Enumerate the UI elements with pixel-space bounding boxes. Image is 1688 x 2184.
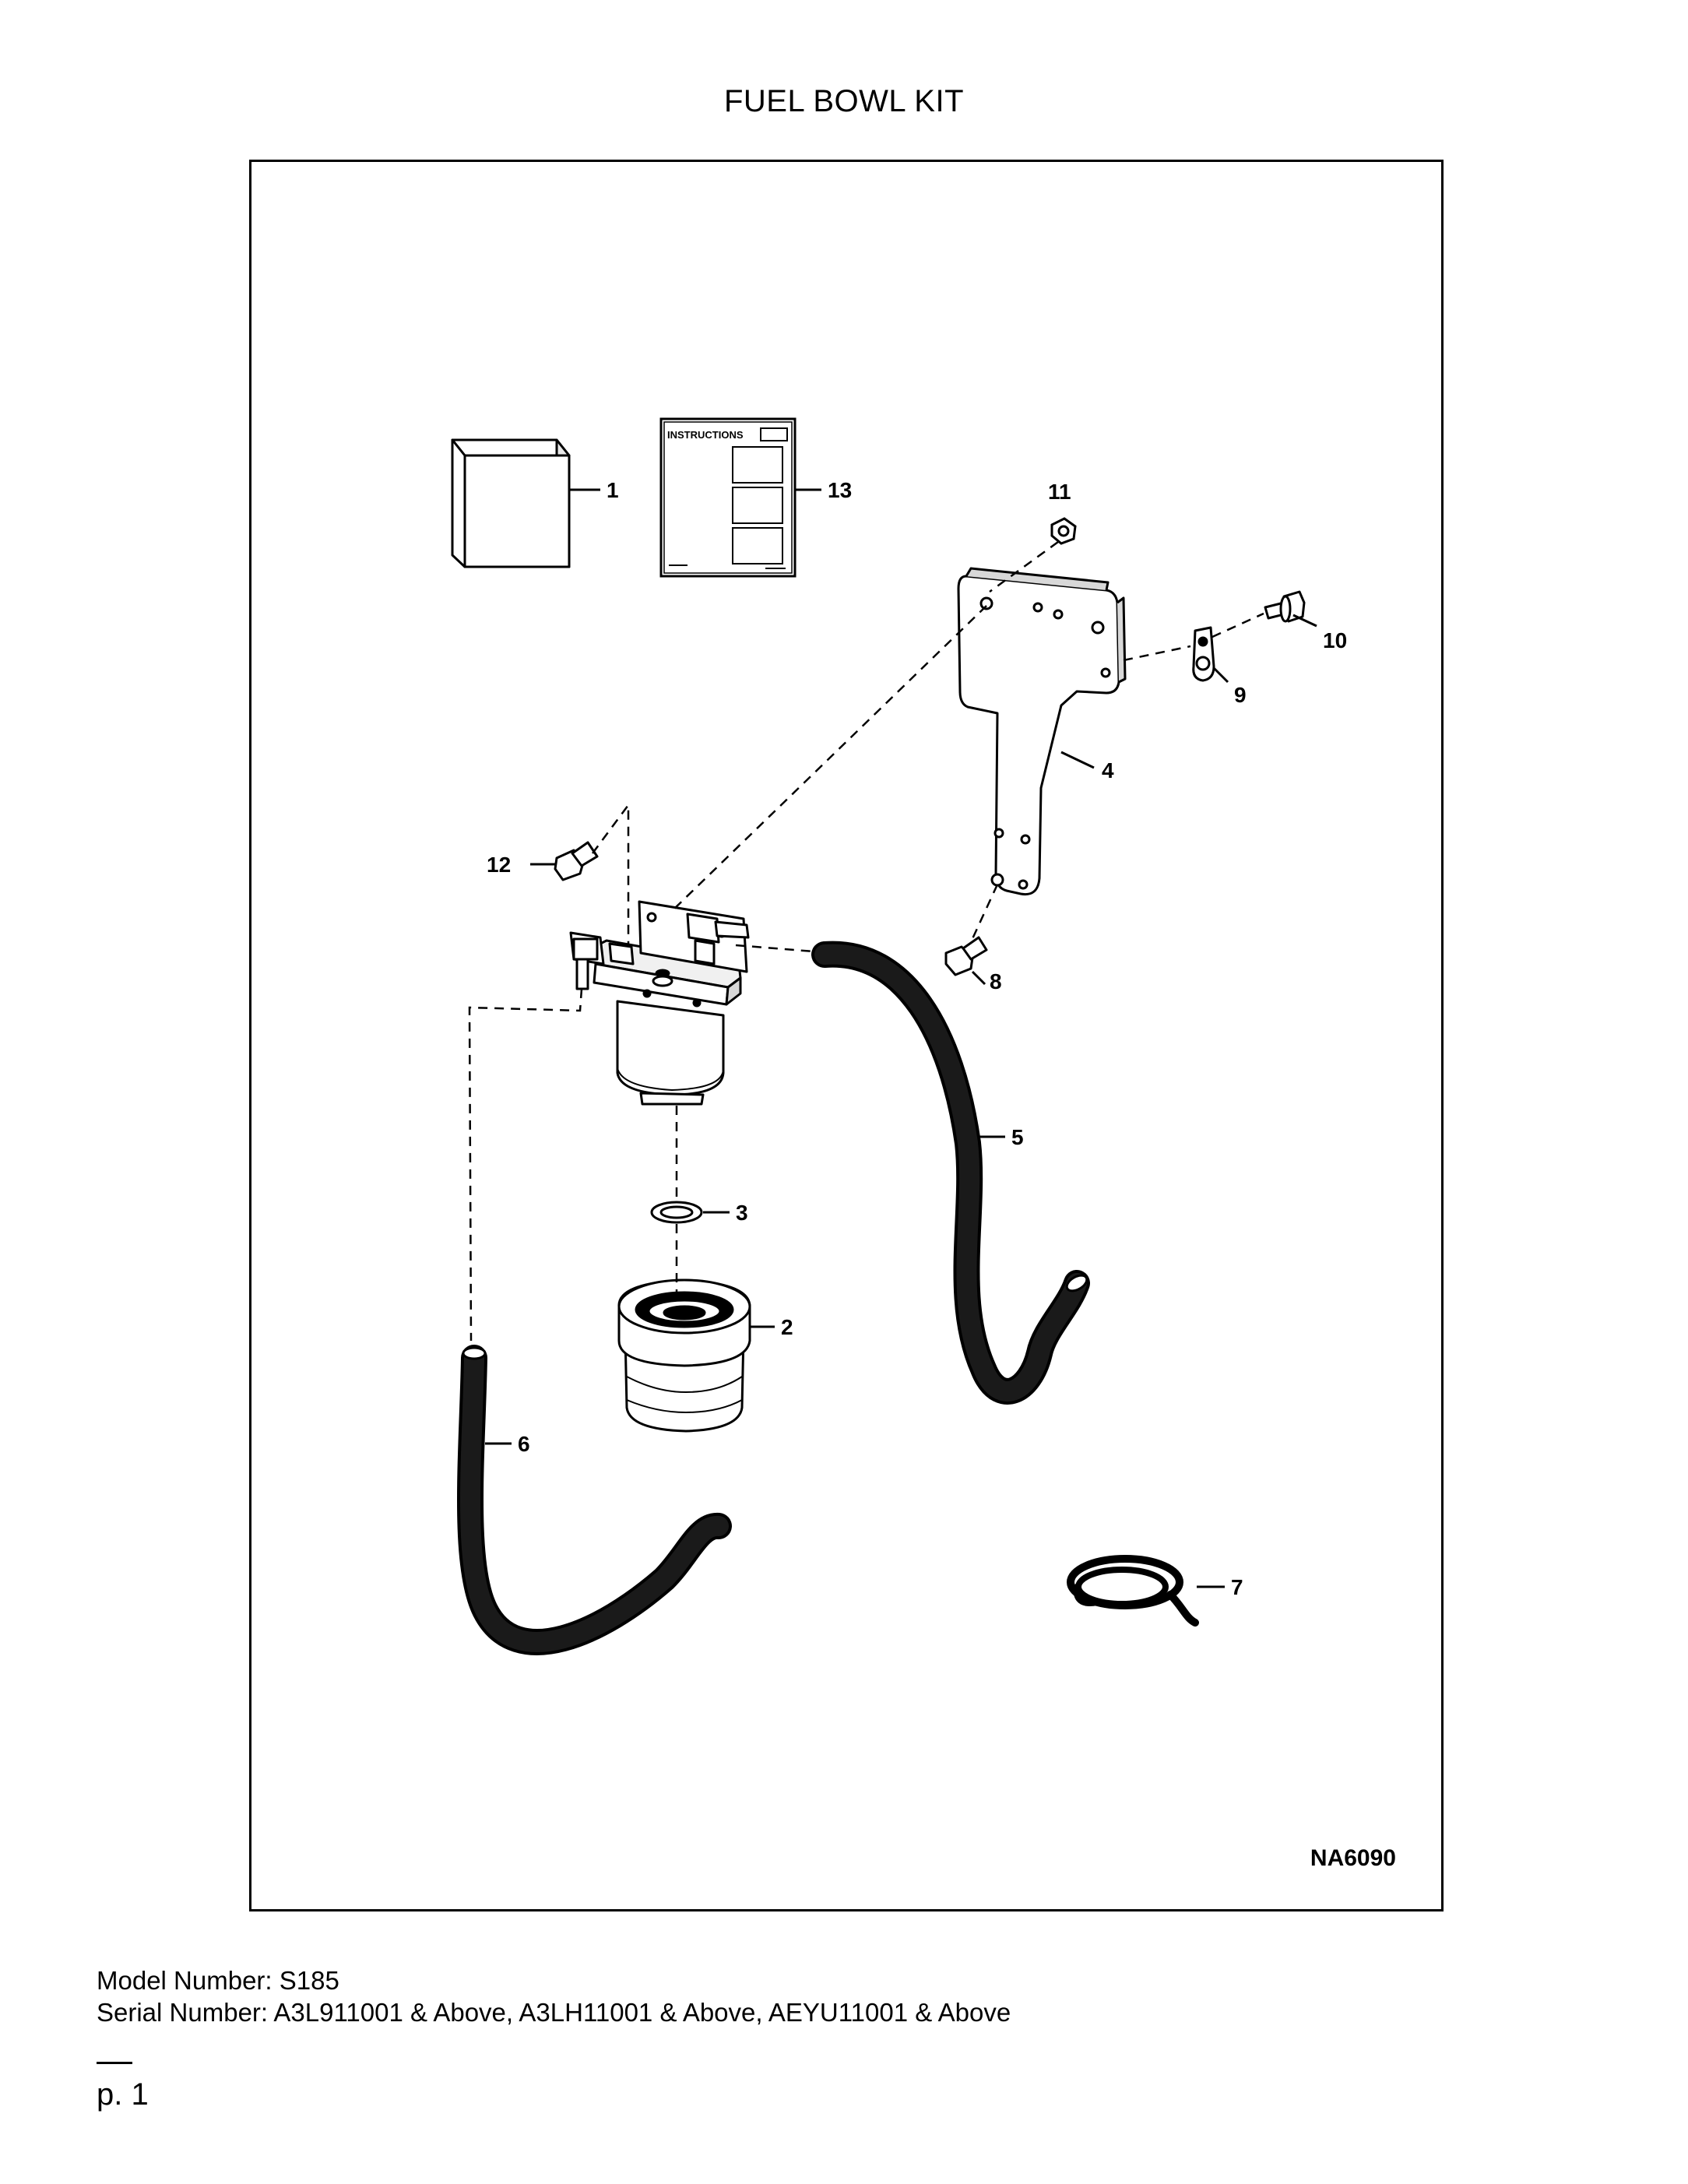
page-title: FUEL BOWL KIT [723, 84, 965, 118]
callout-12: 12 [487, 853, 511, 877]
part-13-instructions-sheet: INSTRUCTIONS [659, 417, 797, 578]
model-number: Model Number: S185 [97, 1966, 339, 1995]
diagram-frame: 1 INSTRUCTIONS 13 11 [249, 160, 1444, 1911]
fuel-filter-assembly [569, 900, 750, 1106]
part-11-nut [1050, 517, 1077, 545]
callout-1: 1 [607, 478, 619, 502]
part-1-kit-box [451, 438, 571, 568]
part-5-fuel-hose [811, 941, 1090, 1405]
part-10-flange-bolt [1264, 590, 1306, 623]
callout-11: 11 [1048, 480, 1071, 504]
callout-10: 10 [1323, 628, 1347, 652]
callout-8: 8 [990, 969, 1002, 994]
callout-4: 4 [1102, 758, 1114, 783]
part-3-seal-ring [650, 1201, 703, 1224]
callout-7: 7 [1231, 1575, 1243, 1599]
serial-number: Serial Number: A3L911001 & Above, A3LH11… [97, 1998, 1011, 2027]
instructions-label: INSTRUCTIONS [667, 429, 744, 441]
page-number: p. 1 [97, 2077, 149, 2112]
callout-3: 3 [736, 1201, 748, 1225]
part-9-p-clamp [1192, 626, 1215, 682]
part-6-fuel-hose [457, 1345, 732, 1655]
callout-13: 13 [828, 478, 852, 502]
drawing-id: NA6090 [1310, 1845, 1396, 1871]
part-12-bolt [554, 841, 599, 881]
part-8-bolt [944, 936, 988, 976]
part-4-mounting-bracket [957, 567, 1127, 896]
part-7-coiled-tube [1067, 1555, 1199, 1627]
part-2-filter-element [617, 1278, 751, 1433]
exploded-parts-diagram: 1 INSTRUCTIONS 13 11 [451, 417, 1347, 1655]
assembly-leader-lines [468, 540, 1264, 1342]
callout-5: 5 [1011, 1125, 1024, 1149]
callout-9: 9 [1234, 683, 1247, 707]
page-rule [97, 2062, 132, 2064]
callout-6: 6 [518, 1432, 530, 1456]
callout-2: 2 [781, 1315, 793, 1339]
